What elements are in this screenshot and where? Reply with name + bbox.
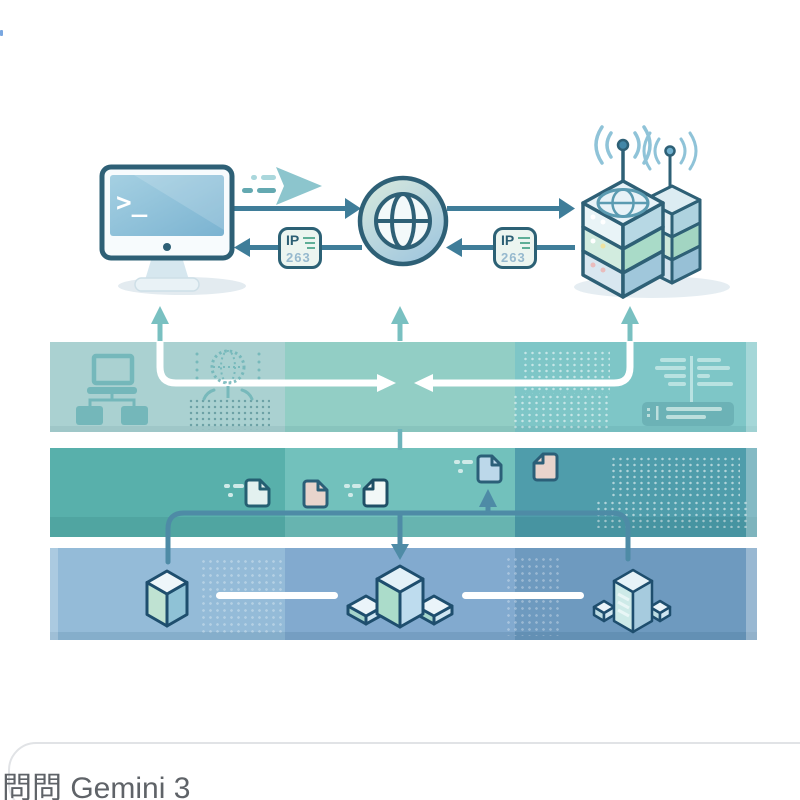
halftone-texture [505, 556, 560, 636]
ip-badge: IP 263 [278, 227, 322, 269]
band-client-layer [50, 342, 757, 432]
server-stack-icon [581, 125, 665, 299]
terminal-computer-icon: >_ [99, 164, 235, 292]
band2-edge-highlight [746, 448, 757, 537]
ip-badge-value: 263 [286, 250, 311, 265]
list-lines-icon [302, 237, 315, 250]
band3-floor-shade [50, 632, 757, 640]
band1-edge-highlight [746, 342, 757, 432]
band3-edge-highlight [50, 548, 58, 640]
ip-badge: IP 263 [493, 227, 537, 269]
wifi-antenna-icon [642, 131, 698, 171]
terminal-prompt: >_ [116, 188, 148, 218]
band1-segment-2 [285, 342, 515, 432]
wifi-antenna-icon [594, 125, 652, 165]
speed-arrow-icon [242, 167, 322, 205]
band3-segment-2 [285, 548, 515, 640]
dot-matrix [188, 398, 270, 430]
server-shadow [574, 276, 730, 298]
webcam-dot [163, 243, 171, 251]
server-small-icon [642, 131, 702, 285]
server-globe-mark [596, 188, 650, 218]
band-resource-layer [50, 548, 757, 640]
chat-input-placeholder: 問問 Gemini 3 [2, 772, 191, 800]
ip-badge-value: 263 [501, 250, 526, 265]
upload-arrow-icon [151, 306, 639, 341]
internet-globe-icon [357, 175, 449, 267]
edge-artifact [0, 30, 3, 36]
dot-matrix [522, 350, 610, 394]
halftone-texture [200, 558, 285, 636]
dot-matrix [610, 456, 740, 498]
band2-floor-shade [50, 517, 757, 537]
list-lines-icon [517, 237, 530, 250]
request-line-to-globe [232, 198, 361, 219]
monitor-shadow [118, 277, 246, 295]
band1-floor-shade [50, 426, 757, 432]
chat-input[interactable] [8, 742, 800, 800]
dot-matrix [512, 394, 612, 430]
ip-badge-label: IP [286, 232, 300, 248]
server-led-dots [590, 214, 606, 273]
ip-badge-label: IP [501, 232, 515, 248]
request-line-to-server [447, 198, 575, 219]
band-transfer-layer [50, 448, 757, 537]
band3-edge-highlight [746, 548, 757, 640]
